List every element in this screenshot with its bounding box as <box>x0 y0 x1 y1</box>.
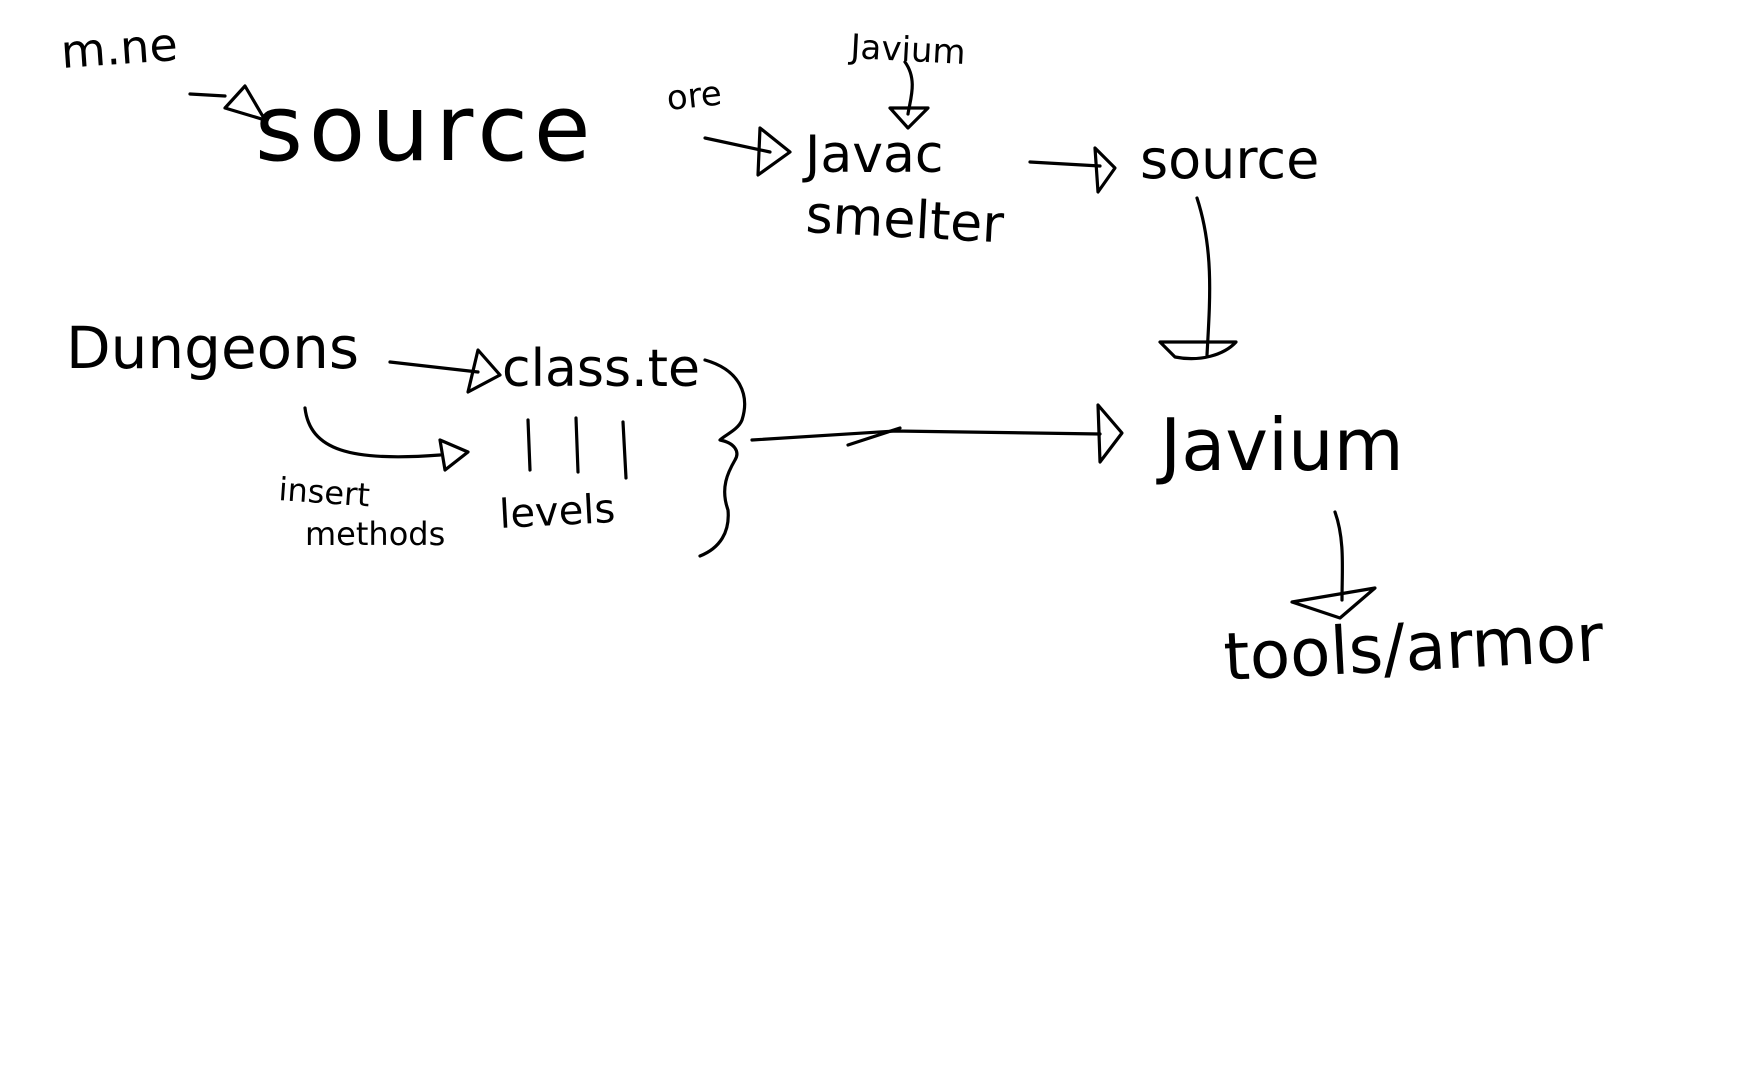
label-dungeons: Dungeons <box>66 314 359 382</box>
label-methods: methods <box>305 515 445 553</box>
label-source-right: source <box>1140 128 1319 191</box>
label-levels: levels <box>498 486 616 538</box>
arrow-mine-to-source <box>188 84 267 122</box>
arrow-group-to-javium <box>750 403 1124 464</box>
label-insert: insert <box>277 470 371 514</box>
arrow-dungeons-to-class <box>388 348 502 394</box>
arrow-source-to-javium <box>1158 196 1238 361</box>
grouping-brace <box>698 358 747 558</box>
arrow-source-to-javac <box>703 126 792 177</box>
label-javac: Javac <box>802 125 943 185</box>
label-source-top: source <box>255 75 597 182</box>
arrow-javac-to-source <box>1028 146 1117 194</box>
arrow-javium-to-javac <box>888 60 930 130</box>
label-smelter: smelter <box>804 185 1005 255</box>
arrow-javium-to-tools <box>1290 510 1377 620</box>
label-ore: ore <box>665 73 724 119</box>
level-tally-marks <box>526 416 628 480</box>
label-class-file: class.te <box>502 339 700 399</box>
label-tools-armor: tools/armor <box>1222 599 1606 696</box>
label-mine: m.ne <box>59 17 179 79</box>
label-javium-main: Javium <box>1156 403 1404 487</box>
arrow-dungeons-to-levels <box>303 406 470 472</box>
